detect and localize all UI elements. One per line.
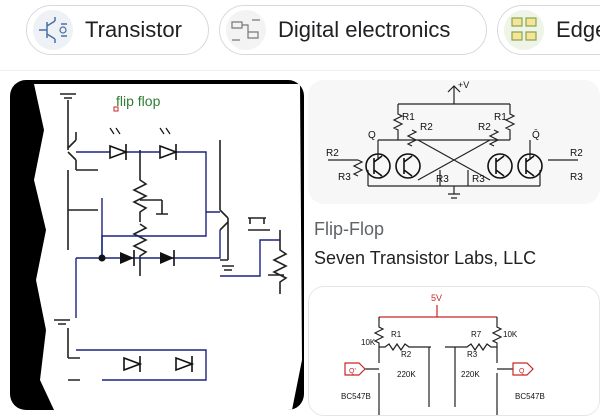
diode-icon <box>120 250 175 266</box>
chip-edge[interactable]: Edge <box>497 5 600 55</box>
schematic-label: R3 <box>467 350 478 359</box>
result-image-flip-flop-drawing[interactable]: flip flop <box>10 80 304 410</box>
schematic-label: R2 <box>570 148 583 159</box>
schematic-label: R2 <box>420 122 433 133</box>
schematic-label: 220K <box>461 370 480 379</box>
result-source[interactable]: Seven Transistor Labs, LLC <box>314 248 537 268</box>
transistor-icon <box>365 153 543 179</box>
result-title[interactable]: Flip-Flop <box>314 219 385 239</box>
schematic-label: R3 <box>338 172 351 183</box>
schematic-label: R2 <box>326 148 339 159</box>
result-image-bc547b-schematic[interactable]: 5V 10K R1 R2 220K R7 10K R3 220K Q' Q BC… <box>308 286 600 416</box>
chip-thumbnail-icon <box>33 10 73 50</box>
schematic-label: 10K <box>503 330 518 339</box>
schematic-label: BC547B <box>515 392 545 401</box>
schematic-label: 220K <box>397 370 416 379</box>
schematic-label: BC547B <box>341 392 371 401</box>
schematic-label: +V <box>458 80 469 90</box>
schematic-label: Q <box>519 368 525 375</box>
chip-thumbnail-icon <box>226 10 266 50</box>
schematic-label: R3 <box>472 174 485 185</box>
led-icon <box>123 356 195 372</box>
schematic-label: Q̄ <box>532 128 540 141</box>
schematic-label: R1 <box>494 112 507 123</box>
result-image-flip-flop-schematic[interactable]: R1 R1 R2 R2 R2 R2 R3 R3 R3 R3 Q Q̄ +V <box>308 80 600 204</box>
chip-label: Edge <box>556 17 600 42</box>
divider <box>0 70 600 71</box>
output-port-icon <box>344 362 534 376</box>
schematic-label: R3 <box>436 174 449 185</box>
schematic-label: R7 <box>471 330 482 339</box>
led-icon <box>109 127 179 160</box>
schematic-label: Q <box>368 130 376 141</box>
schematic-label: 5V <box>431 293 442 303</box>
schematic-label: R2 <box>478 122 491 133</box>
schematic-label: R3 <box>570 172 583 183</box>
drawing-caption: flip flop <box>116 93 161 109</box>
schematic-label: R2 <box>401 350 412 359</box>
chip-label: Transistor <box>85 17 182 42</box>
chip-transistor[interactable]: Transistor <box>26 5 209 55</box>
related-chips-row: Transistor Digital electronics Edge <box>0 0 600 66</box>
schematic-label: R1 <box>391 330 402 339</box>
chip-thumbnail-icon <box>504 10 544 50</box>
chip-digital-electronics[interactable]: Digital electronics <box>219 5 487 55</box>
chip-label: Digital electronics <box>278 17 451 42</box>
schematic-label: R1 <box>402 112 415 123</box>
schematic-label: 10K <box>361 338 376 347</box>
schematic-label: Q' <box>349 368 356 375</box>
